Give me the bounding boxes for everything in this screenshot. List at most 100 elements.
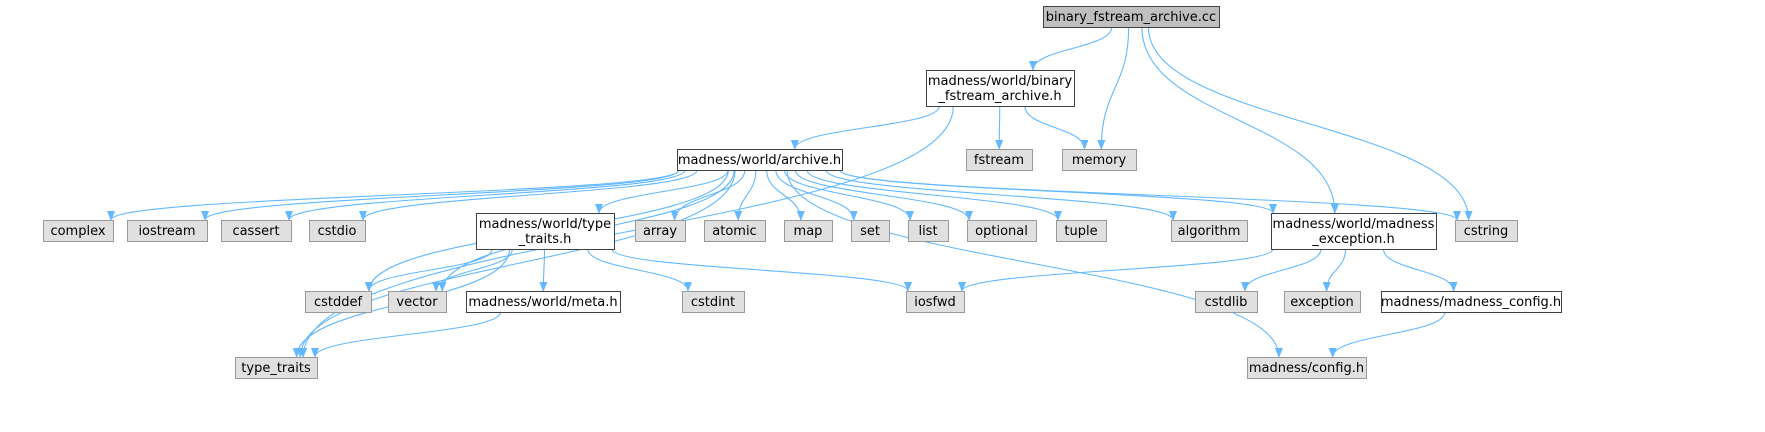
edge-meta_h-to-type_traits: [311, 311, 502, 358]
node-box: [1247, 357, 1367, 379]
edge-type_traits_h-to-cstddef: [364, 248, 493, 292]
node-label: madness/world/archive.h: [678, 153, 841, 168]
node-vector: vector: [388, 291, 447, 313]
node-atomic: atomic: [704, 220, 766, 242]
node-label: memory: [1072, 153, 1127, 168]
node-box: [1171, 220, 1248, 242]
edge-bfa_h-to-archive_h: [790, 105, 941, 150]
node-box: [1284, 291, 1361, 313]
node-archive-h[interactable]: madness/world/archive.h: [677, 149, 843, 171]
edge-archive_h-to-set: [775, 169, 858, 221]
node-root: binary_fstream_archive.cc: [1043, 6, 1220, 28]
node-label: madness/world/binary: [928, 74, 1073, 89]
node-label: atomic: [712, 224, 756, 239]
node-list: list: [908, 220, 949, 242]
node-box: [851, 220, 890, 242]
node-label: type_traits: [241, 361, 311, 376]
node-algorithm: algorithm: [1171, 220, 1248, 242]
edge-archive_h-to-cstdio: [359, 169, 698, 221]
node-box: [388, 291, 447, 313]
node-box: [221, 220, 292, 242]
node-fstream: fstream: [966, 149, 1033, 171]
node-set: set: [851, 220, 890, 242]
node-label: set: [860, 224, 880, 239]
node-box: [127, 220, 208, 242]
edge-archive_h-to-map: [766, 169, 805, 221]
edge-bfa_h-to-fstream: [995, 105, 1004, 150]
node-label: binary_fstream_archive.cc: [1046, 10, 1216, 25]
node-box: [1043, 6, 1220, 28]
node-box: [1062, 149, 1137, 171]
node-label: algorithm: [1178, 224, 1241, 239]
node-type-traits-h[interactable]: madness/world/type_traits.h: [476, 213, 615, 250]
node-box: [476, 213, 615, 250]
node-box: [1381, 291, 1562, 313]
node-type-traits: type_traits: [235, 357, 318, 379]
edge-root-to-bfa_h: [1029, 26, 1113, 71]
node-box: [635, 220, 686, 242]
edge-madness_config_h-to-config_h: [1328, 311, 1446, 358]
node-box: [466, 291, 621, 313]
node-config-h: madness/config.h: [1247, 357, 1367, 379]
node-cstdlib: cstdlib: [1195, 291, 1258, 313]
node-tuple: tuple: [1056, 220, 1107, 242]
node-label: madness/world/madness: [1273, 217, 1435, 232]
node-cstddef: cstddef: [305, 291, 372, 313]
edge-archive_h-to-algorithm: [825, 169, 1177, 221]
node-box: [682, 291, 745, 313]
edge-archive_h-to-type_traits_h: [595, 169, 729, 214]
node-box: [1455, 220, 1518, 242]
edge-exception_h-to-cstdlib: [1241, 248, 1322, 292]
node-exception: exception: [1284, 291, 1361, 313]
edge-root-to-memory: [1097, 26, 1130, 150]
node-label: tuple: [1064, 224, 1097, 239]
node-label: optional: [975, 224, 1028, 239]
node-label: madness/world/type: [479, 217, 611, 232]
edge-archive_h-to-optional: [794, 169, 973, 221]
node-label: cstdlib: [1205, 295, 1248, 310]
node-label: vector: [396, 295, 438, 310]
node-optional: optional: [967, 220, 1037, 242]
node-box: [908, 220, 949, 242]
edge-type_traits_h-to-meta_h: [539, 248, 548, 292]
node-bfa-h[interactable]: madness/world/binary_fstream_archive.h: [926, 70, 1075, 107]
node-box: [926, 70, 1075, 107]
node-complex: complex: [43, 220, 114, 242]
edge-type_traits_h-to-vector: [432, 248, 513, 292]
edge-type_traits_h-to-iosfwd: [611, 248, 912, 292]
node-label: fstream: [974, 153, 1024, 168]
node-exception-h[interactable]: madness/world/madness_exception.h: [1271, 213, 1437, 250]
node-label: iostream: [138, 224, 195, 239]
node-label: madness/config.h: [1249, 361, 1364, 376]
node-box: [305, 291, 372, 313]
edge-bfa_h-to-memory: [1024, 105, 1089, 150]
node-box: [677, 149, 843, 171]
edge-exception_h-to-exception: [1322, 248, 1347, 292]
node-label: cstdio: [318, 224, 357, 239]
node-cstdio: cstdio: [309, 220, 366, 242]
edge-type_traits_h-to-cstdint: [587, 248, 692, 292]
edge-archive_h-to-complex: [107, 169, 680, 221]
node-iosfwd: iosfwd: [906, 291, 965, 313]
node-box: [784, 220, 833, 242]
node-array: array: [635, 220, 686, 242]
node-meta-h[interactable]: madness/world/meta.h: [466, 291, 621, 313]
node-cassert: cassert: [221, 220, 292, 242]
node-box: [1056, 220, 1107, 242]
node-madness-config-h[interactable]: madness/madness_config.h: [1381, 291, 1562, 313]
edge-archive_h-to-cassert: [285, 169, 686, 221]
node-box: [906, 291, 965, 313]
edge-archive_h-to-iostream: [201, 169, 680, 221]
node-label: madness/world/meta.h: [468, 295, 617, 310]
node-cstring: cstring: [1455, 220, 1518, 242]
node-label: _traits.h: [518, 232, 572, 247]
nodes: binary_fstream_archive.cc madness/world/b…: [43, 6, 1562, 379]
node-map: map: [784, 220, 833, 242]
edge-archive_h-to-array: [670, 169, 746, 221]
node-label: complex: [50, 224, 105, 239]
node-label: madness/madness_config.h: [1381, 295, 1561, 310]
edge-exception_h-to-madness_config_h: [1382, 248, 1458, 292]
node-label: list: [918, 224, 937, 239]
node-box: [966, 149, 1033, 171]
node-box: [309, 220, 366, 242]
